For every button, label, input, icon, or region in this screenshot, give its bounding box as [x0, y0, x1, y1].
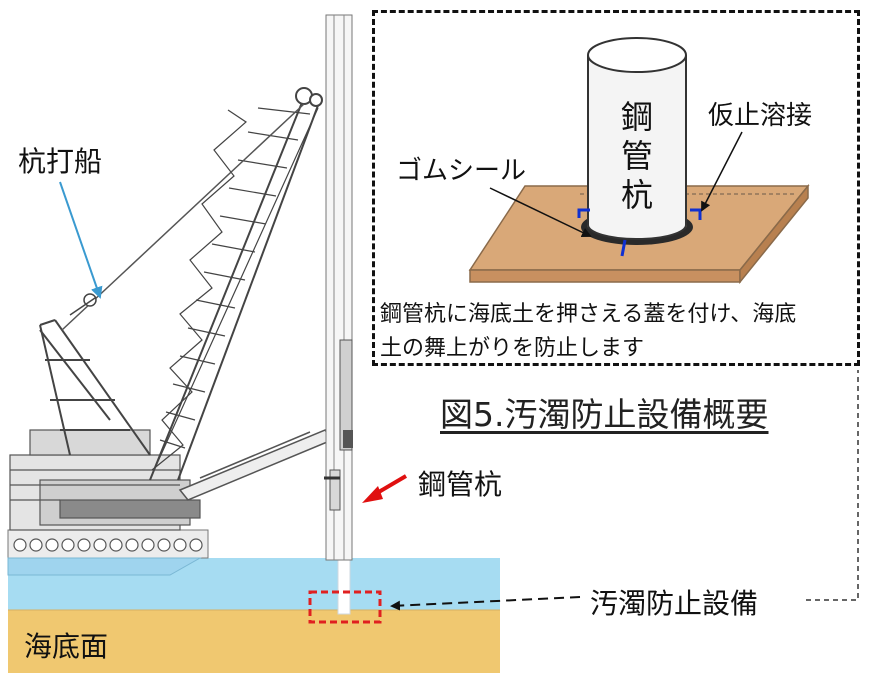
temporary-weld-label: 仮止溶接 [708, 101, 813, 131]
pile-driver-ship-label: 杭打船 [18, 145, 103, 178]
pile-guide-arm [178, 429, 334, 501]
figure-title: 図5.汚濁防止設備概要 [440, 395, 769, 434]
seabed-label: 海底面 [24, 630, 109, 663]
turbidity-equipment-label: 汚濁防止設備 [590, 587, 759, 620]
barge [7, 529, 209, 576]
steel-pipe-pile-label: 鋼管杭 [418, 468, 503, 501]
lid-plate-side [739, 183, 809, 285]
ship-label-arrow [59, 181, 103, 299]
inset-frame [372, 10, 860, 366]
inset-illustration [468, 37, 810, 285]
inset-caption-line1: 鋼管杭に海底土を押さえる蓋を付け、海底 [380, 302, 797, 327]
crane-body [9, 429, 201, 531]
boom-cable [61, 103, 305, 331]
a-frame [39, 319, 151, 456]
turbidity-equipment-highlight [308, 590, 382, 624]
lattice-boom [149, 87, 323, 481]
temporary-weld-marks [577, 208, 702, 257]
pile-char-2: 管 [621, 137, 654, 175]
seal-leader [489, 187, 592, 238]
inset-caption-line2: 土の舞上がりを防止します [380, 336, 645, 361]
pile-pointer-arrow [362, 474, 408, 503]
pile-leader [324, 14, 353, 561]
steel-pipe-pile-underwater [337, 557, 351, 615]
weld-leader [701, 131, 743, 212]
seabed [8, 610, 500, 673]
pile-char-3: 杭 [621, 176, 654, 214]
pile-char-1: 鋼 [621, 98, 654, 136]
pulley-block [69, 293, 97, 316]
connector-to-inset [806, 370, 859, 601]
rubber-seal-label: ゴムシール [396, 156, 527, 186]
